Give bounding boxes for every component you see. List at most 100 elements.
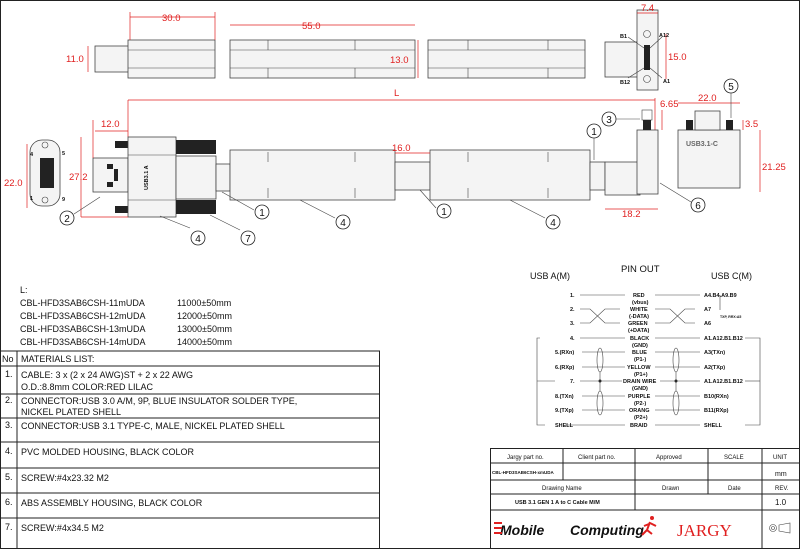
dim-c-screw-offset: 6.65	[660, 99, 679, 110]
callout-4: 4	[550, 218, 556, 229]
pin-a: 8.(TXn)	[555, 394, 574, 400]
dim-boot-length: 16.0	[392, 143, 411, 154]
material-no: 1.	[5, 369, 13, 379]
callout-1: 1	[259, 208, 265, 219]
callout-2: 2	[64, 214, 70, 225]
dim-c-face-pitch: 15.0	[668, 52, 687, 63]
pinout-diagram: PIN OUT USB A(M) USB C(M) TXP, RRX:A5 1.…	[530, 264, 761, 429]
drawing-name-value: USB 3.1 GEN 1 A to C Cable M/M	[515, 500, 600, 506]
dim-face-height: 22.0	[4, 178, 23, 189]
approved-label: Approved	[656, 455, 682, 461]
running-man-icon	[641, 516, 657, 536]
pin-c: B11(RXp)	[704, 408, 729, 414]
callout-4: 4	[340, 218, 346, 229]
wire-color: RED	[633, 293, 645, 299]
material-no: 4.	[5, 446, 13, 456]
pin-c: B10(RXn)	[704, 394, 729, 400]
wire-color: WHITE	[630, 307, 648, 313]
pin-c: A3(TXn)	[704, 350, 725, 356]
drawing-name-label: Drawing Name	[542, 486, 582, 492]
cable-segment	[229, 39, 416, 79]
length-value: 11000±50mm	[177, 298, 231, 308]
wire-signal: (vbus)	[632, 300, 649, 306]
pinout-side-note: TXP, RRX:A5	[720, 315, 741, 319]
length-part: CBL-HFD3SAB6CSH-13mUDA	[20, 324, 146, 334]
jargy-part-value: CBL-HFD3SAB6CSH-xmUDA	[492, 470, 555, 475]
dim-overall-length: L	[394, 88, 399, 99]
side-view-usb-c: 6.65 18.2 USB3.1-C 22.0 3.5 21.25	[604, 93, 786, 220]
wire-signal: (+DATA)	[628, 328, 650, 334]
callout-4: 4	[195, 234, 201, 245]
unit-label: UNIT	[773, 455, 787, 461]
callout-1: 1	[591, 127, 597, 138]
materials-no-header: No	[2, 354, 14, 364]
pin-label-1: 1	[30, 196, 33, 202]
dim-c-screw-height: 3.5	[745, 119, 758, 130]
pin-label-4: 4	[30, 152, 34, 158]
dim-c-angle-length: 18.2	[622, 209, 641, 220]
length-part: CBL-HFD3SAB6CSH-12mUDA	[20, 311, 146, 321]
dim-cable-segment: 55.0	[302, 21, 321, 32]
wire-signal: (P1-)	[634, 357, 646, 363]
drawn-label: Drawn	[662, 486, 679, 492]
dim-top-connector-length: 30.0	[162, 13, 181, 24]
pin-c: A7	[704, 307, 711, 313]
logo-jargy: JARGY	[677, 521, 732, 540]
wire-color: YELLOW	[627, 365, 651, 371]
pin-label-b1: B1	[620, 34, 627, 40]
logo-mobile: Mobile	[500, 522, 545, 538]
jargy-part-label: Jargy part no.	[507, 455, 544, 461]
pin-a: 2.	[570, 307, 575, 313]
wire-color: BLACK	[630, 336, 649, 342]
c-housing-mark: USB3.1-C	[686, 141, 718, 148]
callout-1: 1	[441, 207, 447, 218]
material-no: 7.	[5, 522, 13, 532]
wire-signal: (-DATA)	[629, 314, 649, 320]
material-desc: SCREW:#4x34.5 M2	[21, 523, 104, 533]
material-desc: O.D.:8.8mm COLOR:RED LILAC	[21, 382, 154, 392]
pin-a: 5.(RXn)	[555, 350, 574, 356]
callout-6: 6	[695, 201, 701, 212]
client-part-label: Client part no.	[578, 455, 616, 461]
length-value: 13000±50mm	[177, 324, 232, 334]
material-desc: PVC MOLDED HOUSING, BLACK COLOR	[21, 447, 195, 457]
dim-top-height: 11.0	[66, 54, 84, 65]
wire-signal: (GND)	[632, 386, 648, 392]
length-heading: L:	[20, 285, 28, 295]
wire-signal: (P2-)	[634, 401, 646, 407]
a-housing-mark: USB3.1 A	[144, 165, 150, 190]
pin-c: A1.A12.B1.B12	[704, 379, 743, 385]
c-face-view: 7.4 15.0 B1 A12 B12 A1	[604, 3, 687, 91]
wire-signal: (P1+)	[634, 372, 648, 378]
pin-a: SHELL	[555, 423, 574, 429]
wire-color: BRAID	[630, 423, 647, 429]
pin-c: A4.B4.A9.B9	[704, 293, 737, 299]
side-view-usb-a: 4 5 1 9 22.0 USB3.1 A 12.0 27.2	[4, 119, 231, 218]
dim-c-housing-height: 21.25	[762, 162, 786, 173]
logo-computing: Computing	[570, 522, 644, 538]
pin-a: 1.	[570, 293, 575, 299]
cable-segment	[427, 39, 586, 79]
material-no: 6.	[5, 497, 13, 507]
wire-color: GREEN	[628, 321, 648, 327]
dim-c-face-width: 7.4	[641, 3, 654, 14]
length-part: CBL-HFD3SAB6CSH-14mUDA	[20, 337, 146, 347]
pin-a: 6.(RXp)	[555, 365, 574, 371]
material-no: 2.	[5, 395, 13, 405]
wire-signal: (GND)	[632, 343, 648, 349]
wire-color: ORANG	[629, 408, 649, 414]
dim-c-housing-width: 22.0	[698, 93, 717, 104]
pin-label-b12: B12	[620, 80, 630, 86]
callout-5: 5	[728, 82, 734, 93]
materials-table: No MATERIALS LIST: 1. CABLE: 3 x (2 x 24…	[0, 350, 380, 549]
rev-label: REV.	[775, 486, 789, 492]
wire-color: BLUE	[632, 350, 647, 356]
callout-3: 3	[606, 115, 612, 126]
dim-cable-od: 13.0	[390, 55, 409, 66]
material-desc: CONNECTOR:USB 3.1 TYPE-C, MALE, NICKEL P…	[21, 421, 285, 431]
callout-7: 7	[245, 234, 251, 245]
scale-label: SCALE	[724, 455, 744, 461]
wire-signal: (P2+)	[634, 415, 648, 421]
